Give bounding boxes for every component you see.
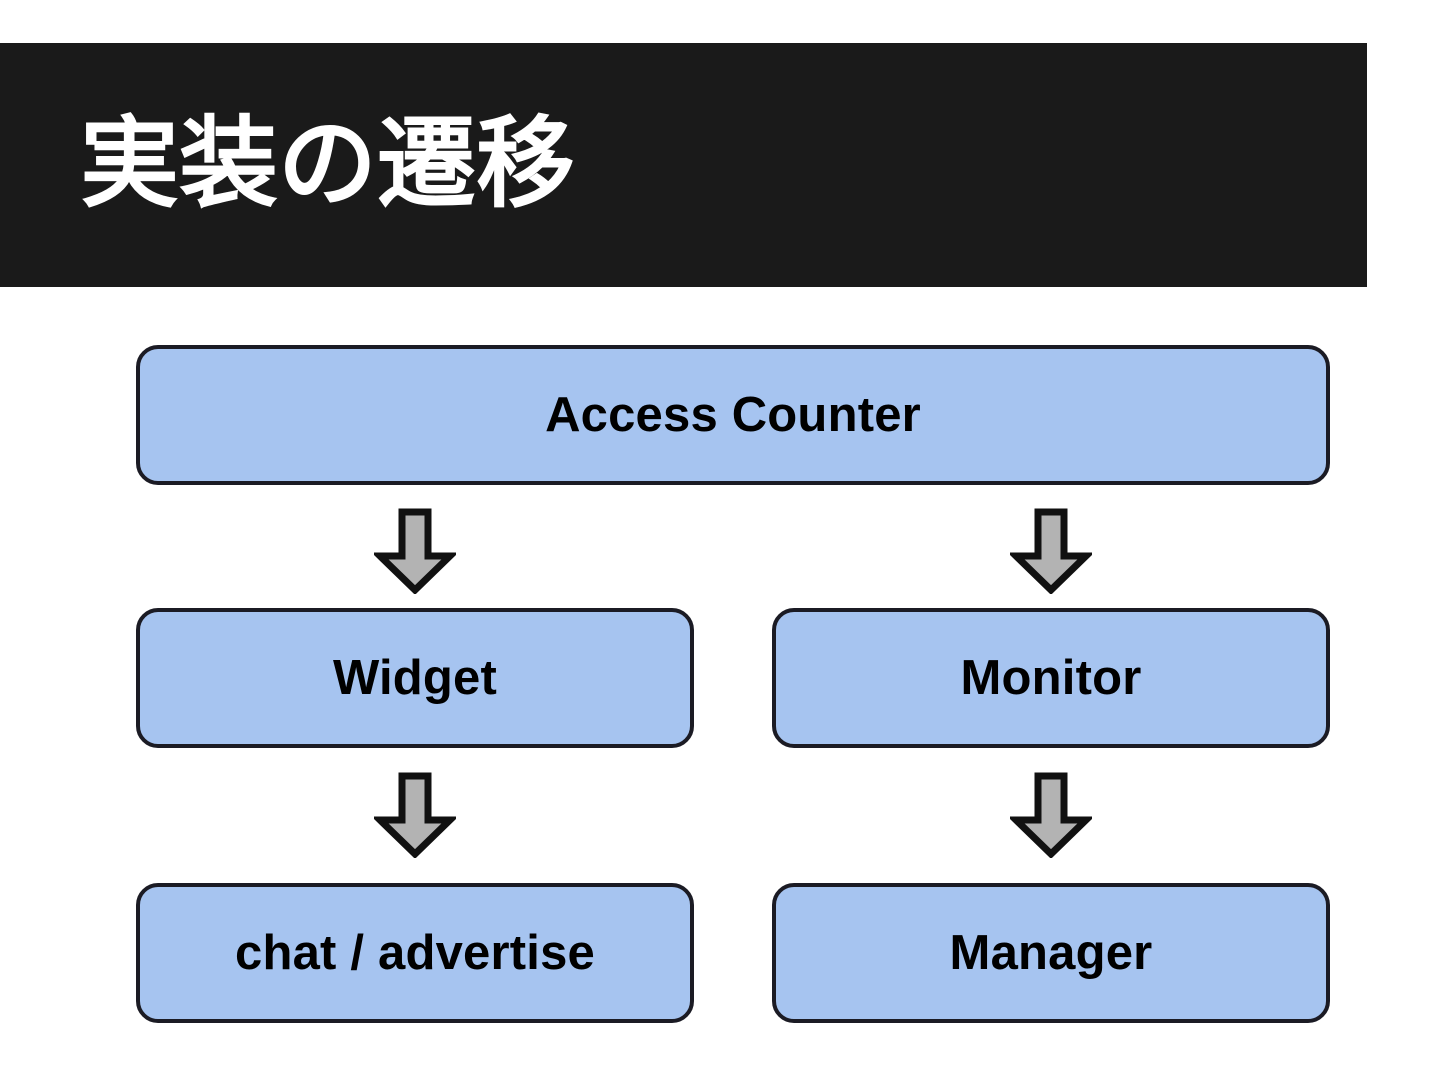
node-monitor[interactable]: Monitor <box>772 608 1330 748</box>
arrow-down-icon-monitor-to-manager <box>1010 772 1092 858</box>
node-widget[interactable]: Widget <box>136 608 694 748</box>
slide-header-band: 実装の遷移 <box>0 43 1367 287</box>
node-label: Widget <box>332 650 498 705</box>
node-label: Monitor <box>960 650 1142 705</box>
arrow-down-icon-access-to-widget <box>374 508 456 594</box>
arrow-down-icon-widget-to-chat <box>374 772 456 858</box>
node-chat-advertise[interactable]: chat / advertise <box>136 883 694 1023</box>
node-label: Access Counter <box>545 387 921 442</box>
node-label: chat / advertise <box>235 925 595 980</box>
arrow-down-icon-access-to-monitor <box>1010 508 1092 594</box>
node-access-counter[interactable]: Access Counter <box>136 345 1330 485</box>
node-manager[interactable]: Manager <box>772 883 1330 1023</box>
page-title: 実装の遷移 <box>80 106 575 222</box>
node-label: Manager <box>949 925 1153 980</box>
